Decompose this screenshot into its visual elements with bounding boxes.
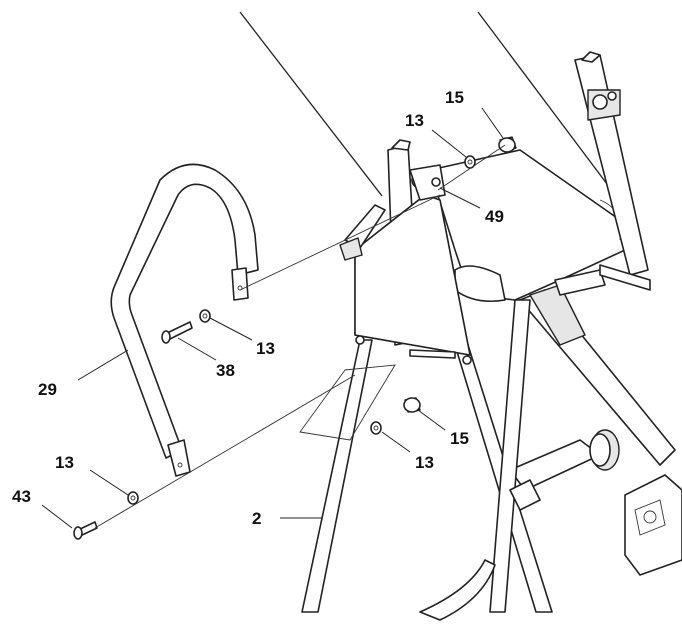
label-part-13-low: 13 <box>415 453 434 472</box>
label-part-43: 43 <box>12 487 31 506</box>
label-part-13-left: 13 <box>55 453 74 472</box>
part-labels: 15 13 49 13 38 29 15 13 13 43 2 <box>12 88 504 528</box>
label-part-49: 49 <box>485 207 504 226</box>
label-part-13-mid: 13 <box>256 339 275 358</box>
label-part-2: 2 <box>252 509 261 528</box>
handle-bar <box>110 163 259 477</box>
label-part-15-top: 15 <box>445 88 464 107</box>
assembly-lines <box>94 144 506 529</box>
nut-15-top-group <box>464 136 517 169</box>
pivot-assembly <box>454 264 676 466</box>
label-part-29: 29 <box>38 380 57 399</box>
label-part-13-top: 13 <box>405 111 424 130</box>
adjustment-knob <box>509 429 620 491</box>
label-part-38: 38 <box>216 361 235 380</box>
bolt-43-group <box>73 491 139 540</box>
nut-15-low-group <box>370 397 421 435</box>
bolt-38-group <box>161 309 211 344</box>
rear-leg <box>574 51 649 276</box>
leader-lines <box>41 107 504 529</box>
label-part-15-low: 15 <box>450 429 469 448</box>
ankle-box <box>624 474 682 576</box>
front-frame <box>301 139 553 621</box>
guide-sheet <box>299 364 396 441</box>
